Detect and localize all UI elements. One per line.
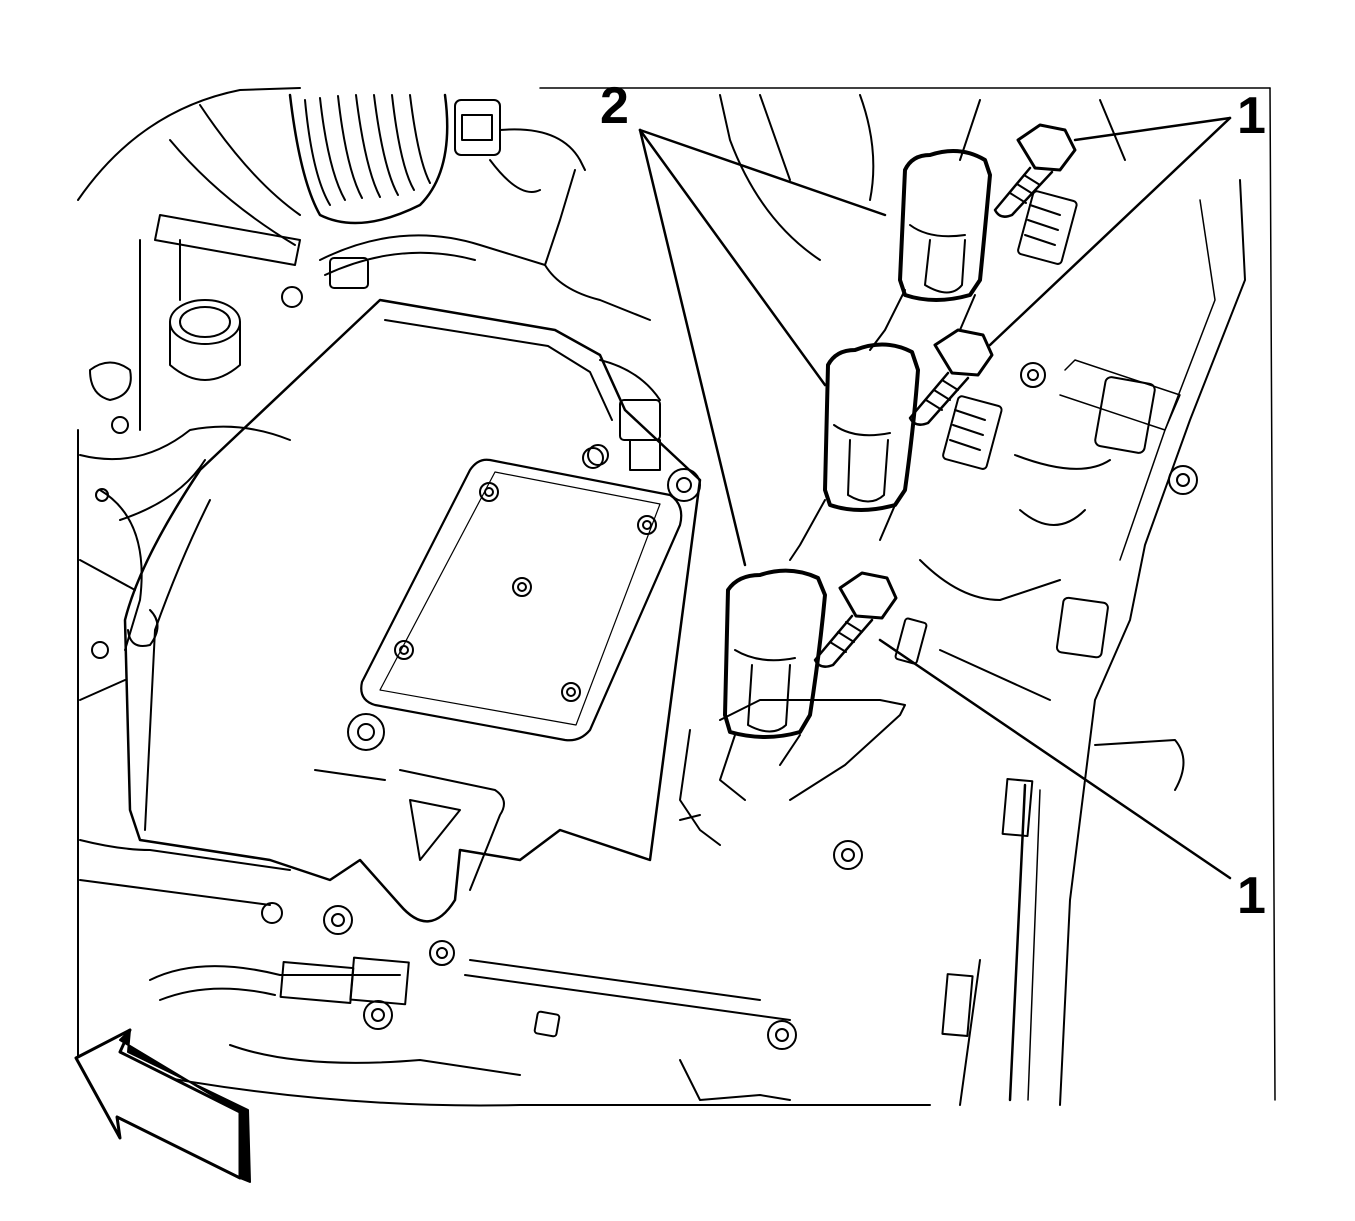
- callout-label-1-top: 1: [1237, 87, 1266, 145]
- ignition-coil-1: [869, 149, 1078, 351]
- throttle-body-area: [79, 214, 301, 701]
- engine-cover: [123, 298, 702, 923]
- callout-label-2: 2: [600, 77, 629, 135]
- front-direction-arrow-icon: [74, 1028, 251, 1183]
- coil-bolt-1: [993, 123, 1077, 218]
- leader-lines: [638, 116, 1232, 880]
- ignition-coil-2: [789, 342, 1003, 561]
- callout-label-1-bottom: 1: [1237, 867, 1266, 925]
- coil-bolt-3: [813, 571, 898, 668]
- lower-harness: [79, 839, 863, 1101]
- upper-connectors: [281, 99, 661, 471]
- ignition-coil-3: [719, 568, 928, 801]
- coil-bolt-2: [908, 328, 994, 426]
- coil-rail: [679, 359, 1181, 846]
- air-intake-duct: [169, 93, 449, 246]
- cylinder-head-right: [719, 94, 1246, 1106]
- engine-bay-outline: [77, 87, 1276, 1107]
